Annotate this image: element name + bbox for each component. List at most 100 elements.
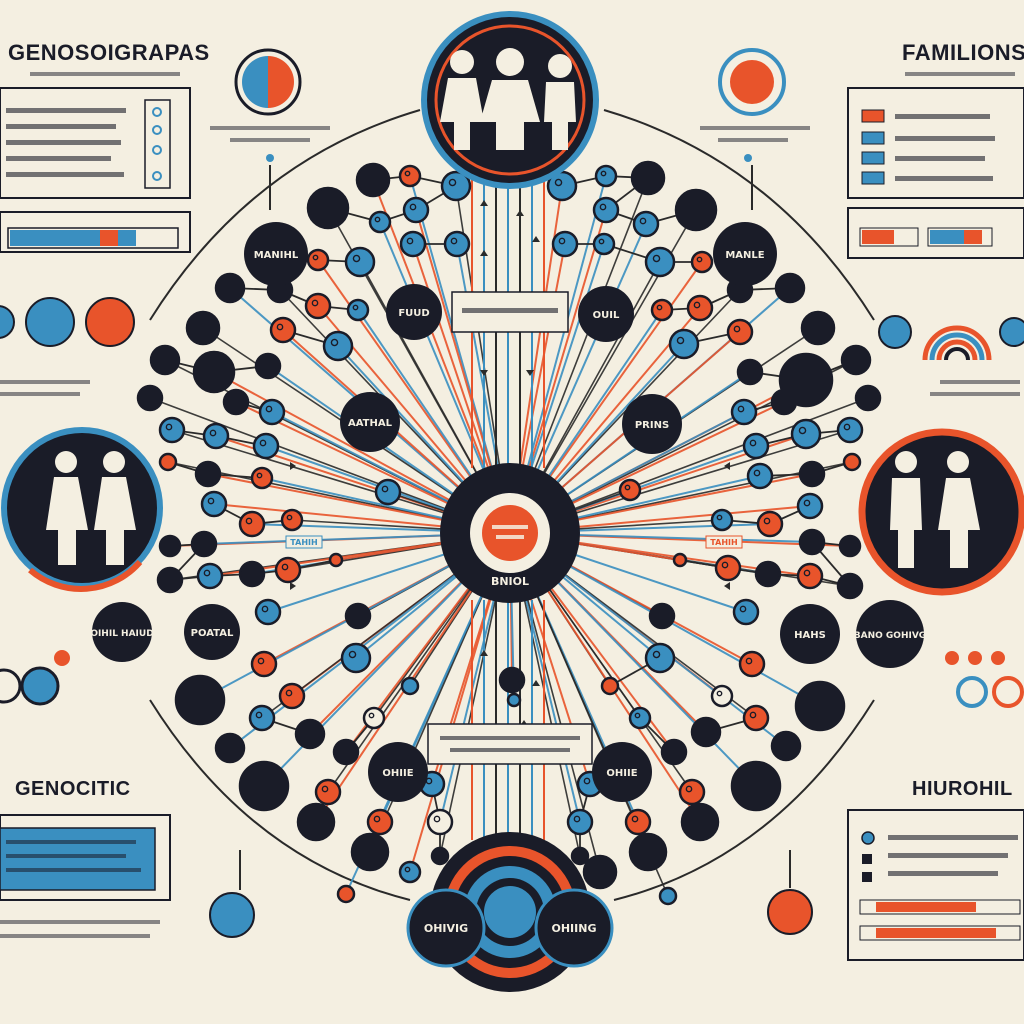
node-marker-icon bbox=[749, 439, 757, 447]
node bbox=[238, 560, 266, 588]
node-marker-icon bbox=[573, 815, 581, 823]
node bbox=[174, 674, 226, 726]
nodes bbox=[136, 160, 882, 906]
node-marker-icon bbox=[749, 711, 757, 719]
node-marker-icon bbox=[739, 605, 747, 613]
top-left-list bbox=[6, 107, 162, 181]
hub-ohiie-right: OHIIE bbox=[592, 742, 652, 802]
node bbox=[680, 802, 720, 842]
node-marker-icon bbox=[311, 299, 319, 307]
node bbox=[840, 344, 872, 376]
node-marker-icon bbox=[256, 472, 263, 479]
hub-fuud-label: FUUD bbox=[398, 308, 429, 319]
node bbox=[838, 534, 862, 558]
node bbox=[440, 170, 472, 202]
node-marker-icon bbox=[558, 237, 566, 245]
hub-aathal: AATHAL bbox=[340, 392, 400, 452]
side-markers: TAHIH TAHIH bbox=[0, 535, 1024, 708]
node-marker-icon bbox=[348, 650, 357, 659]
arrow-icon bbox=[290, 582, 296, 590]
node-marker-icon bbox=[203, 569, 211, 577]
center-caption-box-top bbox=[451, 291, 569, 333]
arrow-icon bbox=[480, 370, 488, 376]
node bbox=[592, 232, 616, 256]
node bbox=[336, 884, 356, 904]
hub-prins-label: PRINS bbox=[635, 420, 669, 431]
node bbox=[644, 642, 676, 674]
node bbox=[798, 460, 826, 488]
node bbox=[710, 508, 734, 532]
node bbox=[754, 560, 782, 588]
bottom-right-oval-label: OHIING bbox=[552, 922, 597, 935]
hub-bano-gohivg: BANO GOHIVG bbox=[854, 600, 926, 668]
node-marker-icon bbox=[374, 216, 381, 223]
node bbox=[238, 760, 290, 812]
node bbox=[252, 432, 280, 460]
node bbox=[678, 778, 706, 806]
center-hub: BNIOL bbox=[440, 463, 580, 603]
node bbox=[185, 310, 221, 346]
node bbox=[658, 886, 678, 906]
node-marker-icon bbox=[763, 517, 771, 525]
node-marker-icon bbox=[276, 323, 284, 331]
node bbox=[25, 297, 75, 347]
node-marker-icon bbox=[803, 569, 811, 577]
node bbox=[790, 418, 822, 450]
node bbox=[668, 328, 700, 360]
node-marker-icon bbox=[624, 484, 631, 491]
node bbox=[400, 676, 420, 696]
node bbox=[314, 778, 342, 806]
node bbox=[672, 552, 688, 568]
center-caption-box-bottom bbox=[427, 723, 593, 765]
node bbox=[194, 460, 222, 488]
node bbox=[149, 344, 181, 376]
node bbox=[250, 466, 274, 490]
node bbox=[710, 684, 734, 708]
node-marker-icon bbox=[209, 429, 217, 437]
arrow-icon bbox=[532, 236, 540, 242]
node bbox=[738, 650, 766, 678]
node bbox=[800, 310, 836, 346]
node bbox=[344, 602, 372, 630]
node-marker-icon bbox=[257, 657, 265, 665]
arrow-icon bbox=[526, 370, 534, 376]
node-marker-icon bbox=[716, 514, 723, 521]
node-marker-icon bbox=[631, 815, 639, 823]
node bbox=[774, 272, 806, 304]
node bbox=[158, 416, 186, 444]
node bbox=[274, 556, 302, 584]
node-marker-icon bbox=[685, 785, 693, 793]
node bbox=[398, 860, 422, 884]
node bbox=[192, 350, 236, 394]
node bbox=[362, 706, 386, 730]
hub-fuud: FUUD bbox=[386, 284, 442, 340]
node bbox=[254, 352, 282, 380]
node-marker-icon bbox=[745, 657, 753, 665]
node-marker-icon bbox=[652, 650, 661, 659]
node bbox=[340, 642, 372, 674]
bottom-triple-hub: OHIVIG OHIING bbox=[406, 832, 614, 992]
node bbox=[254, 598, 282, 626]
hub-oihil-haiud-label: OIHIL HAIUD bbox=[90, 629, 153, 639]
node bbox=[332, 738, 360, 766]
arrow-icon bbox=[724, 582, 730, 590]
top-right-legend bbox=[861, 109, 995, 185]
node bbox=[190, 530, 218, 558]
bottom-left-title: GENOCITIC bbox=[15, 778, 131, 800]
node bbox=[726, 318, 754, 346]
hub-manle-label: MANLE bbox=[725, 250, 764, 261]
node bbox=[294, 718, 326, 750]
node bbox=[214, 732, 246, 764]
node bbox=[269, 316, 297, 344]
node-marker-icon bbox=[368, 712, 375, 719]
node bbox=[854, 384, 882, 412]
hub-manihl-label: MANIHL bbox=[254, 250, 299, 261]
node bbox=[250, 650, 278, 678]
node bbox=[600, 676, 620, 696]
node-marker-icon bbox=[803, 499, 811, 507]
hub-aathal-label: AATHAL bbox=[348, 418, 393, 429]
node-marker-icon bbox=[843, 423, 851, 431]
node-marker-icon bbox=[693, 301, 701, 309]
